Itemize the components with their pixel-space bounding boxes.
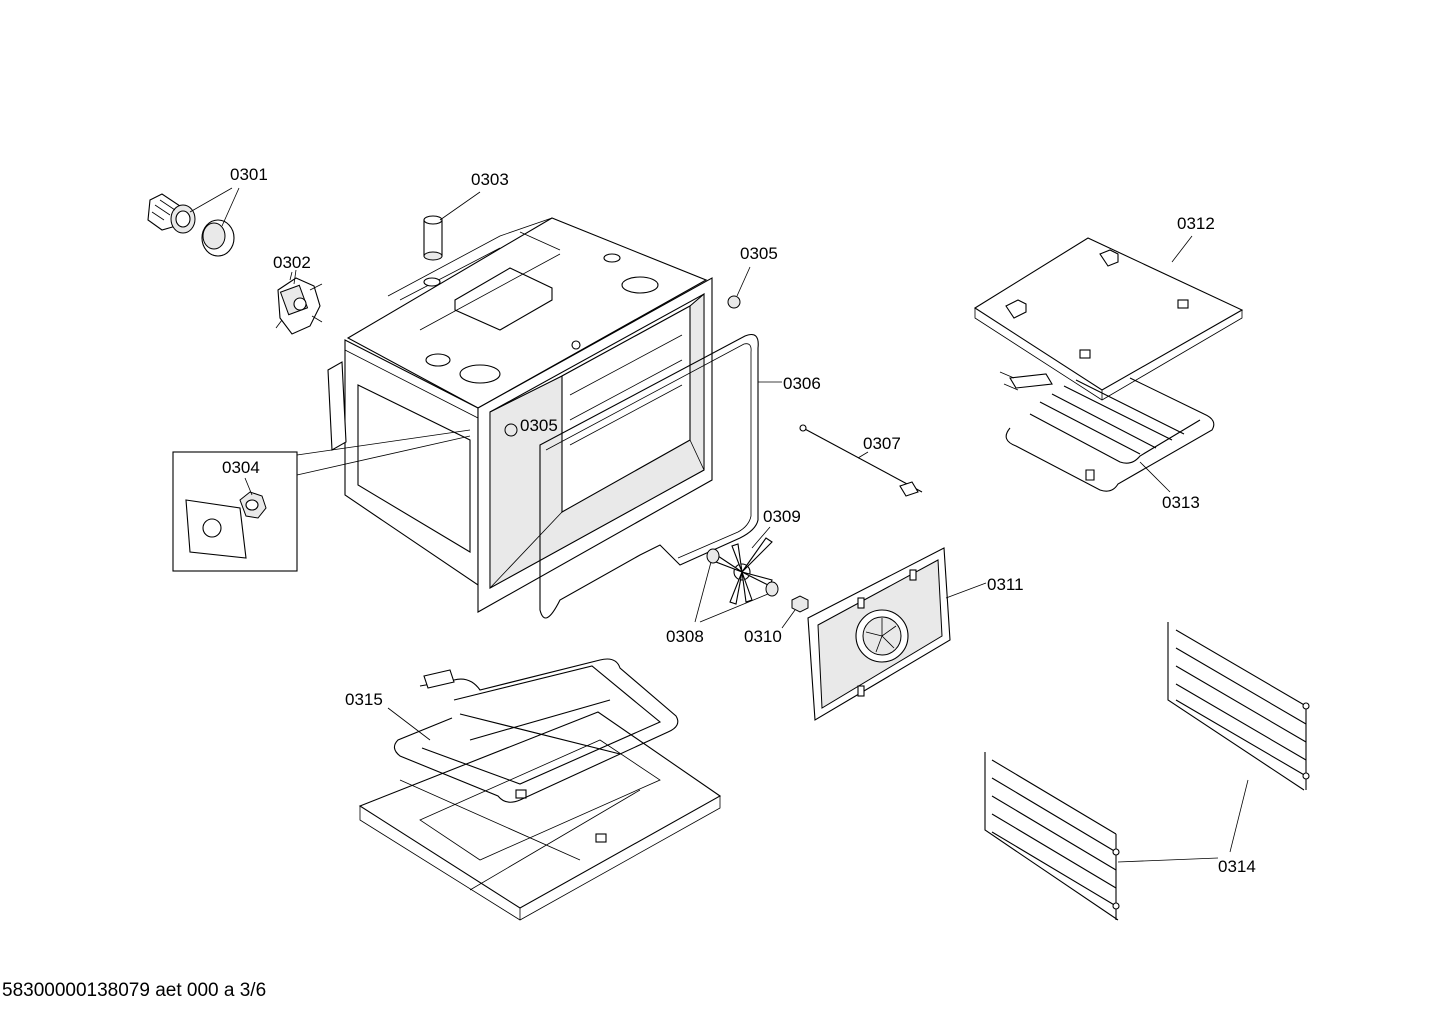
document-reference: 58300000138079 aet 000 a 3/6: [2, 980, 267, 1001]
part-label-0301: 0301: [230, 165, 268, 184]
leader-line-0313: [1139, 461, 1171, 493]
part-label-0312: 0312: [1177, 214, 1215, 233]
part-label-0307: 0307: [863, 434, 901, 453]
leader-line-0312: [1171, 235, 1193, 263]
part-label-0314: 0314: [1218, 857, 1256, 876]
leader-line-0315: [387, 707, 431, 741]
leader-line-0305-upper: [736, 266, 751, 297]
part-label-0302: 0302: [273, 253, 311, 272]
part-label-0304: 0304: [222, 458, 260, 477]
vent-pipe: [423, 215, 443, 287]
bottom-panel: [358, 711, 722, 921]
part-label-0315: 0315: [345, 690, 383, 709]
leader-lines-0301: [189, 187, 240, 227]
part-label-0303: 0303: [471, 170, 509, 189]
side-rack-right: [1167, 622, 1310, 791]
side-rack-left: [984, 752, 1120, 921]
lamp-assembly: [147, 193, 235, 257]
top-heating-element: [999, 371, 1215, 492]
oven-cavity: [327, 217, 713, 613]
part-label-0308: 0308: [666, 627, 704, 646]
bottom-heating-element: [393, 658, 679, 803]
part-label-0313: 0313: [1162, 493, 1200, 512]
top-panel: [973, 237, 1244, 401]
leader-line-0311: [945, 582, 987, 599]
leader-line-0303: [439, 191, 481, 221]
part-label-0310: 0310: [744, 627, 782, 646]
temperature-sensor: [799, 424, 923, 497]
part-label-0306: 0306: [783, 374, 821, 393]
part-label-0305-lower: 0305: [520, 416, 558, 435]
leader-lines-0314: [1117, 779, 1249, 863]
leader-line-0307: [857, 451, 869, 459]
leader-lines-0308: [694, 561, 769, 623]
cap-nut-lower: [504, 423, 518, 437]
fan-washer: [706, 548, 779, 597]
door-seal: [539, 333, 759, 619]
detail-box-0304: [172, 429, 471, 572]
fan-blade: [715, 537, 773, 605]
rear-panel: [807, 547, 951, 721]
cap-nut-upper: [727, 295, 741, 309]
part-label-0305-upper: 0305: [740, 244, 778, 263]
fan-motor: [275, 271, 323, 335]
leader-line-0310: [781, 609, 796, 629]
leader-line-0302: [293, 269, 297, 285]
leader-line-0309: [751, 526, 771, 549]
leader-line-0304: [244, 477, 253, 496]
part-label-0311: 0311: [987, 575, 1024, 594]
fan-nut: [791, 595, 809, 613]
part-label-0309: 0309: [763, 507, 801, 526]
